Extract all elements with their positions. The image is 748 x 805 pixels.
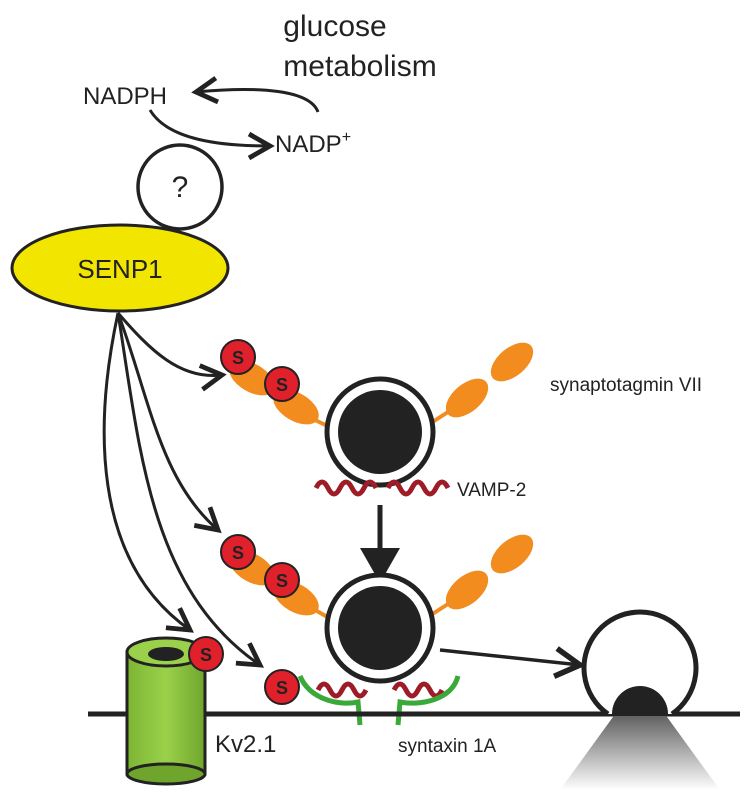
sumo-badge (264, 366, 300, 402)
vamp2-coil-right (391, 681, 445, 699)
glucose-label: glucose (283, 10, 386, 43)
sumo-badge (264, 562, 300, 598)
nadp-label: NADP+ (275, 129, 351, 158)
syntaxin-right (395, 675, 461, 726)
nadph-label: NADPH (83, 83, 167, 110)
sumo-badge-label: S (200, 645, 212, 665)
sumo-badge-label: S (276, 678, 288, 698)
vamp2-coil-left (315, 681, 369, 699)
release-cone (560, 710, 720, 790)
vamp2-coil-left (313, 479, 379, 497)
syntaxin-left (297, 674, 363, 726)
nadp-superscript: + (342, 129, 351, 146)
senp1-arrow-synaptotagmin (116, 312, 227, 392)
sumo-badge (220, 339, 256, 375)
senp1-label: SENP1 (77, 254, 162, 284)
kv21-pore (148, 647, 184, 661)
synaptotagmin-lobe (490, 342, 534, 382)
syntaxin-label: syntaxin 1A (398, 736, 497, 757)
sumo-badge-label: S (232, 543, 244, 563)
nadph-to-nadp-arrow (148, 109, 275, 161)
fused-vesicle-membrane (581, 609, 699, 717)
kv21-label: Kv2.1 (215, 731, 276, 758)
sumo-badge (220, 534, 256, 570)
kv21-body (125, 650, 207, 776)
synaptotagmin-lobe (445, 378, 489, 418)
sumo-badge-label: S (232, 348, 244, 368)
metabolism-label: metabolism (283, 50, 436, 83)
sumo-badge-label: S (276, 571, 288, 591)
synaptotagmin-lobe (490, 534, 534, 574)
vesicle-core (338, 586, 422, 670)
lower-vesicle-group: S S S (220, 534, 534, 726)
unknown-factor-label: ? (172, 171, 189, 204)
sumo-badge (188, 636, 224, 672)
unknown-factor-circle (136, 143, 224, 231)
kv21-channel: S (125, 636, 224, 786)
fusion-arrow (439, 646, 586, 679)
fused-vesicle-core (612, 686, 668, 716)
upper-vesicle-group: S S (220, 339, 534, 497)
sumo-badge (264, 669, 300, 705)
senp1-arrow-syntaxin (116, 312, 264, 668)
kv21-bottom (125, 762, 207, 786)
vamp2-label: VAMP-2 (457, 480, 526, 501)
nadp-text: NADP (275, 131, 342, 158)
synaptotagmin-label: synaptotagmin VII (550, 375, 702, 396)
senp1-ellipse (10, 223, 230, 313)
synaptotagmin-lobe (445, 570, 489, 610)
senp1-arrow-kv21 (102, 312, 194, 633)
fused-vesicle-group (560, 609, 720, 790)
senp1-arrow-vesicle-bottom (116, 312, 222, 534)
vamp2-coil-right (385, 479, 451, 497)
sumo-badge-label: S (276, 375, 288, 395)
vesicle-core (338, 390, 422, 474)
metabolism-to-nadph-arrow (191, 76, 320, 113)
